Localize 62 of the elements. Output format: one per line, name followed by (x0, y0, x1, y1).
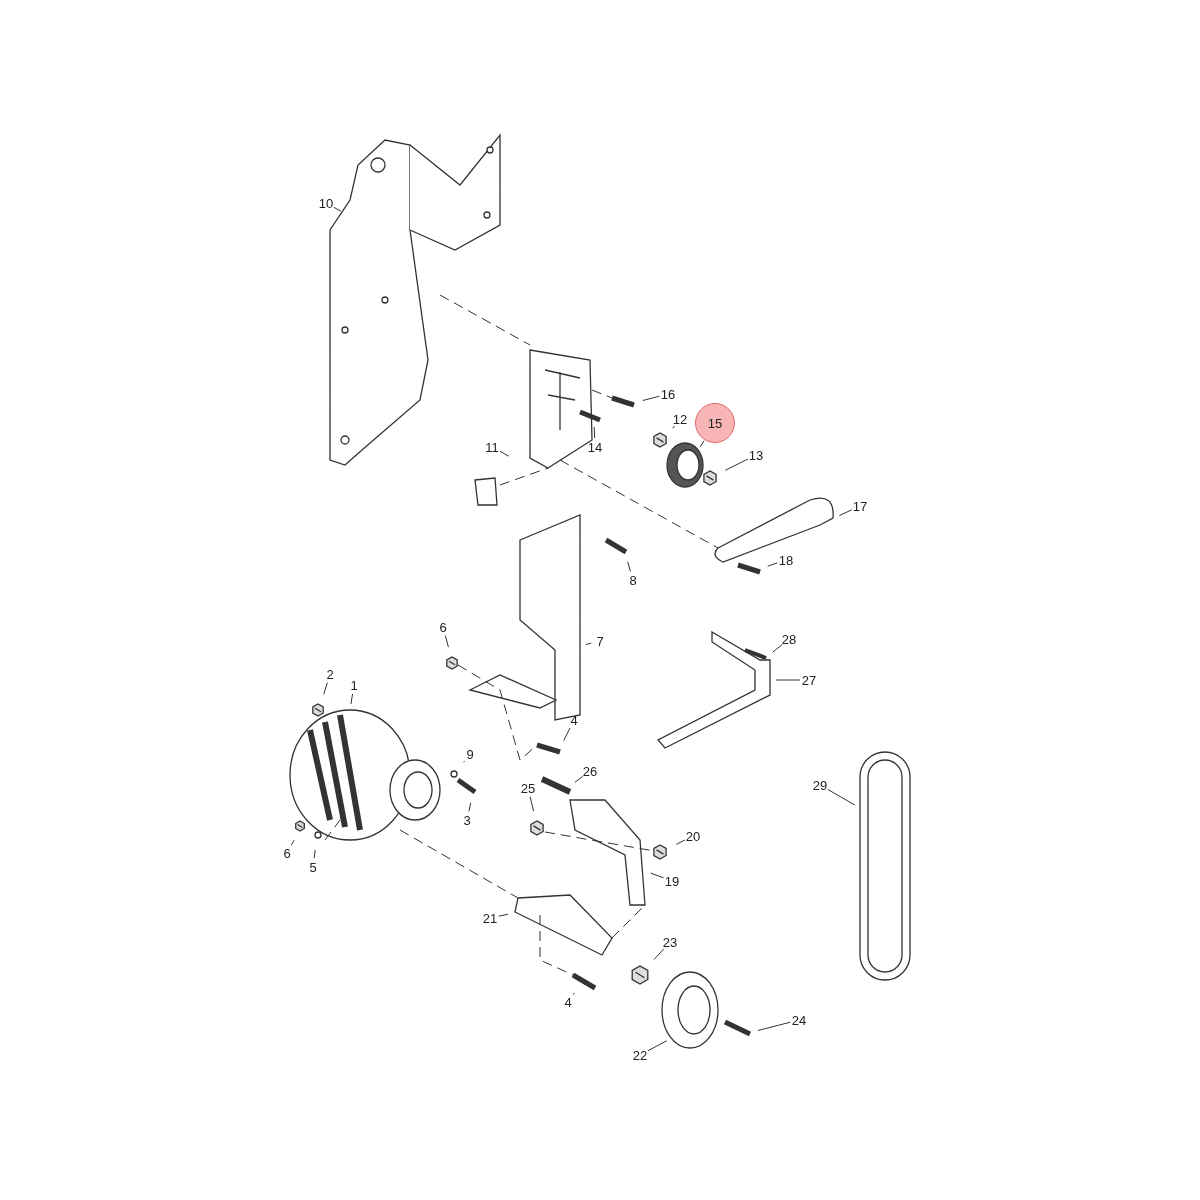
callout-number: 19 (664, 873, 680, 889)
leader-line (642, 395, 660, 401)
leader-line (827, 789, 856, 806)
leader-line (529, 796, 535, 812)
callout-number: 13 (748, 447, 764, 463)
callout-number: 18 (778, 552, 794, 568)
leader-line (627, 561, 631, 572)
callout-number: 10 (318, 195, 334, 211)
callout-number: 4 (570, 712, 578, 728)
callout-number: 22 (632, 1047, 648, 1063)
leader-line (333, 206, 342, 212)
leader-line (838, 509, 853, 516)
leader-line (563, 727, 571, 742)
leader-line (350, 693, 354, 705)
leader-line (757, 1021, 791, 1031)
callout-number: 24 (791, 1012, 807, 1028)
leader-line (468, 802, 472, 812)
leader-line (572, 992, 575, 996)
callout-number: 2 (326, 666, 334, 682)
callout-number: 26 (582, 763, 598, 779)
leader-line (699, 440, 705, 448)
leader-line (574, 775, 584, 783)
callout-number: 20 (685, 828, 701, 844)
callout-number: 17 (852, 498, 868, 514)
callout-number: 29 (812, 777, 828, 793)
leader-line (724, 458, 749, 471)
leader-line (650, 872, 665, 879)
leader-line (672, 425, 675, 429)
leader-line (775, 679, 801, 681)
callout-number: 8 (629, 572, 637, 588)
callout-number: 11 (485, 439, 499, 455)
leader-line (444, 635, 449, 648)
leader-line (499, 450, 510, 457)
leader-line (585, 642, 592, 646)
callout-number: 14 (587, 439, 603, 455)
highlighted-callout-number: 15 (695, 403, 735, 443)
leader-line (498, 913, 509, 917)
callout-number: 4 (564, 994, 572, 1010)
leader-line (593, 426, 596, 439)
callout-number: 9 (466, 746, 474, 762)
callout-number: 3 (463, 812, 471, 828)
callout-number: 5 (309, 859, 317, 875)
callout-number: 27 (801, 672, 817, 688)
leader-line (653, 948, 665, 961)
callout-number: 12 (672, 411, 688, 427)
callout-number: 28 (781, 631, 797, 647)
callout-number: 6 (283, 845, 291, 861)
leader-line (767, 562, 778, 567)
callout-number: 6 (439, 619, 447, 635)
callout-number: 16 (660, 386, 676, 402)
callout-number: 25 (520, 780, 536, 796)
callout-number: 21 (482, 910, 498, 926)
callout-number: 23 (662, 934, 678, 950)
leader-line (675, 839, 686, 845)
callout-number: 7 (596, 633, 604, 649)
leader-line (772, 644, 783, 653)
leader-line (323, 682, 328, 695)
callout-number: 1 (350, 677, 358, 693)
leader-line (313, 849, 316, 859)
leader-line (290, 839, 295, 846)
leader-line (463, 760, 465, 763)
leader-line (647, 1040, 668, 1052)
